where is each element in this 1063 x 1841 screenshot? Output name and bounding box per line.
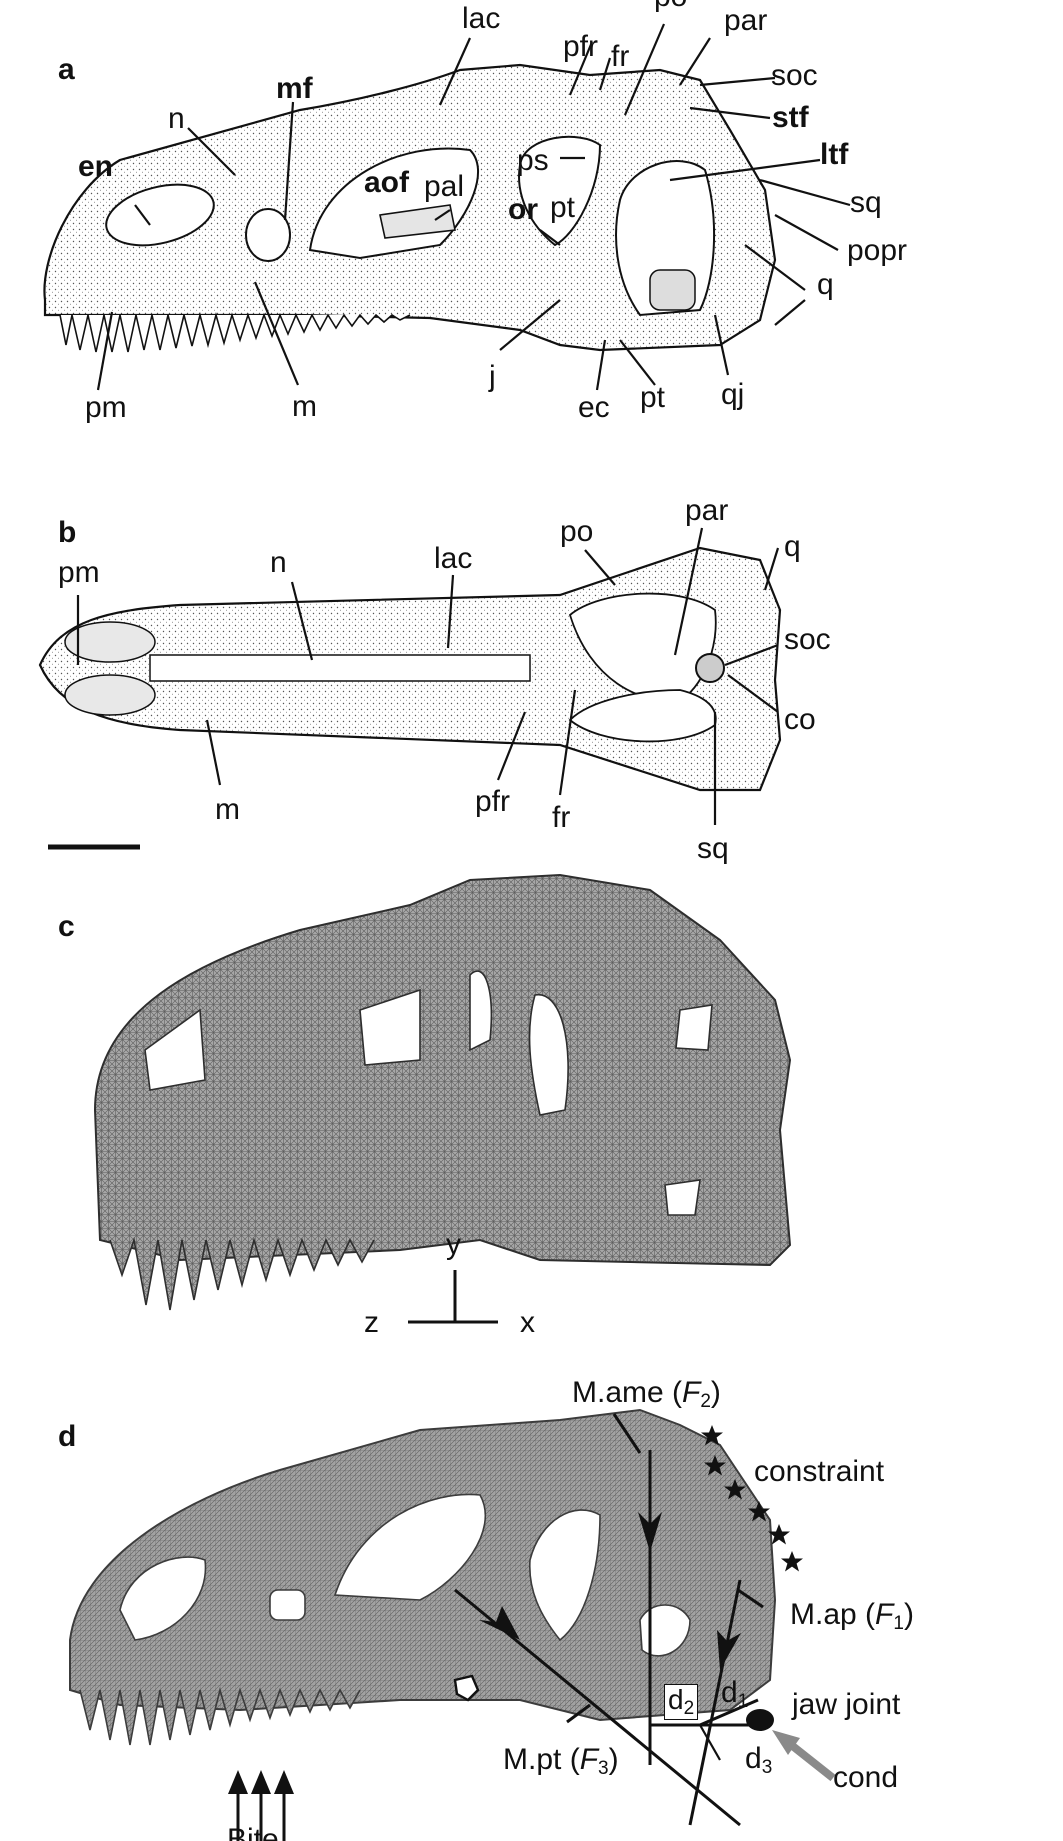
label-a-pfr: pfr xyxy=(563,30,599,63)
label-d-d1: d1 xyxy=(721,1676,749,1712)
bite-arrows xyxy=(236,1785,286,1841)
label-d-map-sub: 1 xyxy=(893,1613,904,1634)
label-d-map-force: F xyxy=(875,1598,894,1631)
label-b-po: po xyxy=(560,515,594,548)
force-arrowheads xyxy=(479,1512,741,1670)
label-d-mpt-sub: 3 xyxy=(598,1758,609,1779)
label-d-mame: M.ame (F2) xyxy=(572,1376,721,1412)
jaw-joint-condyle xyxy=(746,1709,774,1731)
panel-d-mesh xyxy=(69,1408,836,1841)
label-a-lac: lac xyxy=(462,2,501,35)
panel-a-skull-drawing xyxy=(43,23,851,391)
label-d-cond: cond xyxy=(833,1761,899,1794)
label-a-pm: pm xyxy=(85,391,127,424)
label-a-par: par xyxy=(724,4,768,37)
axis-glyph xyxy=(408,1270,498,1324)
label-a-sq: sq xyxy=(850,186,882,219)
label-a-qj: qj xyxy=(721,378,745,411)
label-b-fr: fr xyxy=(552,801,571,834)
label-b-sq: sq xyxy=(697,832,729,865)
panel-letter-d: d xyxy=(58,1420,77,1453)
panel-letter-c: c xyxy=(58,910,75,943)
label-a-j: j xyxy=(489,360,496,393)
label-a-en: en xyxy=(78,150,114,183)
label-d-mame-name: M.ame xyxy=(572,1376,664,1409)
label-d-map-name: M.ap xyxy=(790,1598,857,1631)
label-d-d2: d2 xyxy=(664,1684,699,1720)
label-a-ltf: ltf xyxy=(820,138,849,171)
panel-b-skull-drawing xyxy=(38,527,782,850)
label-d-bite: Bite xyxy=(227,1823,279,1841)
label-d-mame-force: F xyxy=(682,1376,701,1409)
label-b-pfr: pfr xyxy=(475,785,511,818)
label-a-pal: pal xyxy=(424,170,465,203)
label-d-d3-d: d xyxy=(745,1742,762,1775)
panel-letter-b: b xyxy=(58,516,77,549)
label-d-d3-sub: 3 xyxy=(761,1757,773,1778)
label-a-m: m xyxy=(292,390,317,423)
label-b-pm: pm xyxy=(58,556,100,589)
label-a-or: or xyxy=(508,193,538,226)
label-a-po: po xyxy=(654,0,687,12)
label-a-pt-lower: pt xyxy=(640,381,666,414)
label-d-jaw-joint: jaw joint xyxy=(792,1688,901,1721)
axis-label-x: x xyxy=(520,1306,535,1339)
label-a-stf: stf xyxy=(772,101,809,134)
label-d-d2-d: d xyxy=(668,1684,684,1715)
label-a-soc: soc xyxy=(771,59,818,92)
label-d-d1-sub: 1 xyxy=(737,1691,749,1712)
label-b-n: n xyxy=(270,546,287,579)
label-d-mame-sub: 2 xyxy=(700,1391,711,1412)
external-naris xyxy=(105,183,215,247)
label-b-par: par xyxy=(685,494,729,527)
axis-label-z: z xyxy=(364,1306,379,1339)
label-a-mf: mf xyxy=(276,72,313,105)
label-a-ec: ec xyxy=(578,391,610,424)
label-a-aof: aof xyxy=(364,166,409,199)
label-a-fr: fr xyxy=(611,40,630,73)
label-d-mpt-force: F xyxy=(579,1743,599,1776)
label-a-popr: popr xyxy=(847,234,908,267)
label-a-q: q xyxy=(817,268,834,301)
label-d-d2-sub: 2 xyxy=(683,1698,695,1719)
label-b-lac: lac xyxy=(434,542,473,575)
orbit xyxy=(518,135,602,247)
label-b-co: co xyxy=(784,703,816,736)
label-d-constraint: constraint xyxy=(754,1455,885,1488)
label-a-n: n xyxy=(168,102,185,135)
label-b-q: q xyxy=(784,530,801,563)
panel-letter-a: a xyxy=(58,53,75,86)
label-a-pt-upper: pt xyxy=(550,191,576,224)
panel-c-mesh xyxy=(93,873,792,1324)
label-a-ps: ps xyxy=(517,144,549,177)
label-d-mpt-name: M.pt xyxy=(503,1743,562,1776)
label-d-map: M.ap (F1) xyxy=(790,1598,914,1634)
constraint-stars xyxy=(701,1425,803,1572)
axis-label-y: y xyxy=(446,1228,461,1261)
label-d-d1-d: d xyxy=(721,1676,738,1709)
label-b-soc: soc xyxy=(784,623,831,656)
label-b-m: m xyxy=(215,793,240,826)
label-d-d3: d3 xyxy=(745,1742,773,1778)
label-d-mpt: M.pt (F3) xyxy=(503,1743,619,1779)
maxillary-fenestra xyxy=(245,208,291,262)
